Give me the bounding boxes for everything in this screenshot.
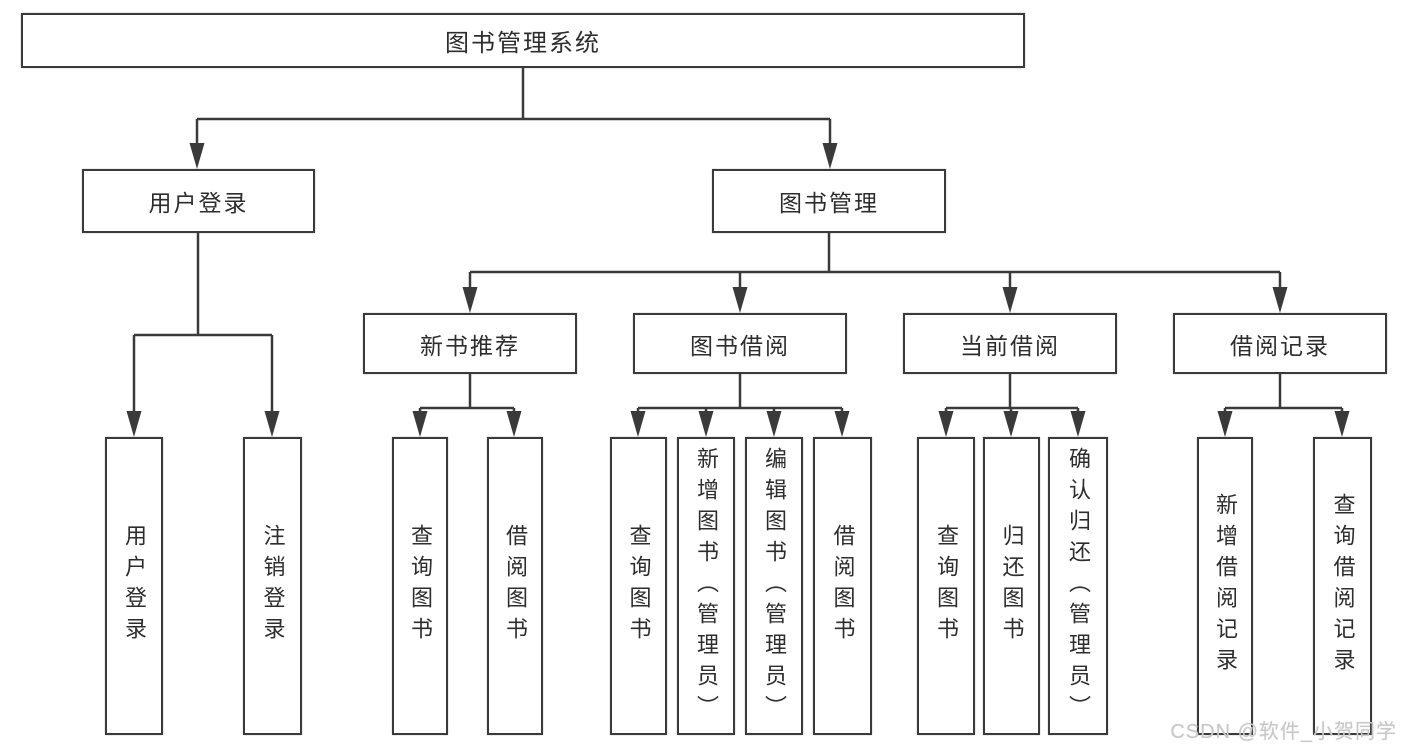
arrow-down-icon	[1002, 287, 1018, 313]
node-new-book-recommendation: 新书推荐	[363, 313, 577, 374]
leaf-return-books: 归还图书	[983, 437, 1040, 735]
node-library-management-system: 图书管理系统	[21, 13, 1025, 68]
arrow-down-icon	[506, 411, 522, 437]
leaf-edit-books-admin: 编辑图书（管理员）	[745, 437, 803, 735]
node-book-management: 图书管理	[712, 169, 946, 233]
leaf-query-books-current: 查询图书	[917, 437, 975, 735]
leaf-add-books-admin: 新增图书（管理员）	[677, 437, 735, 735]
arrow-down-icon	[462, 287, 478, 313]
arrow-down-icon	[1217, 411, 1233, 437]
arrow-down-icon	[1272, 287, 1288, 313]
arrowheads	[126, 143, 1350, 437]
csdn-watermark: CSDN @软件_小贺同学	[1170, 721, 1397, 743]
arrow-down-icon	[938, 411, 954, 437]
node-current-borrowing: 当前借阅	[903, 313, 1117, 374]
leaf-confirm-return-admin: 确认归还（管理员）	[1048, 437, 1108, 735]
arrow-down-icon	[264, 411, 280, 437]
node-user-login: 用户登录	[82, 169, 315, 233]
arrow-down-icon	[630, 411, 646, 437]
node-book-borrowing: 图书借阅	[633, 313, 847, 374]
leaf-query-books-recommend: 查询图书	[392, 437, 448, 735]
leaf-add-borrow-record: 新增借阅记录	[1197, 437, 1253, 735]
arrow-down-icon	[1003, 411, 1019, 437]
arrow-down-icon	[1070, 411, 1086, 437]
node-borrowing-records: 借阅记录	[1173, 313, 1387, 374]
arrow-down-icon	[732, 287, 748, 313]
arrow-down-icon	[822, 143, 838, 169]
arrow-down-icon	[834, 411, 850, 437]
arrow-down-icon	[126, 411, 142, 437]
leaf-query-books-borrowing: 查询图书	[610, 437, 667, 735]
arrow-down-icon	[412, 411, 428, 437]
leaf-borrow-books-recommend: 借阅图书	[487, 437, 543, 735]
leaf-user-login: 用户登录	[105, 437, 163, 735]
leaf-logout: 注销登录	[243, 437, 302, 735]
arrow-down-icon	[766, 411, 782, 437]
leaf-query-borrow-record: 查询借阅记录	[1313, 437, 1372, 735]
arrow-down-icon	[189, 143, 205, 169]
arrow-down-icon	[1334, 411, 1350, 437]
arrow-down-icon	[698, 411, 714, 437]
leaf-borrow-books-borrowing: 借阅图书	[813, 437, 872, 735]
